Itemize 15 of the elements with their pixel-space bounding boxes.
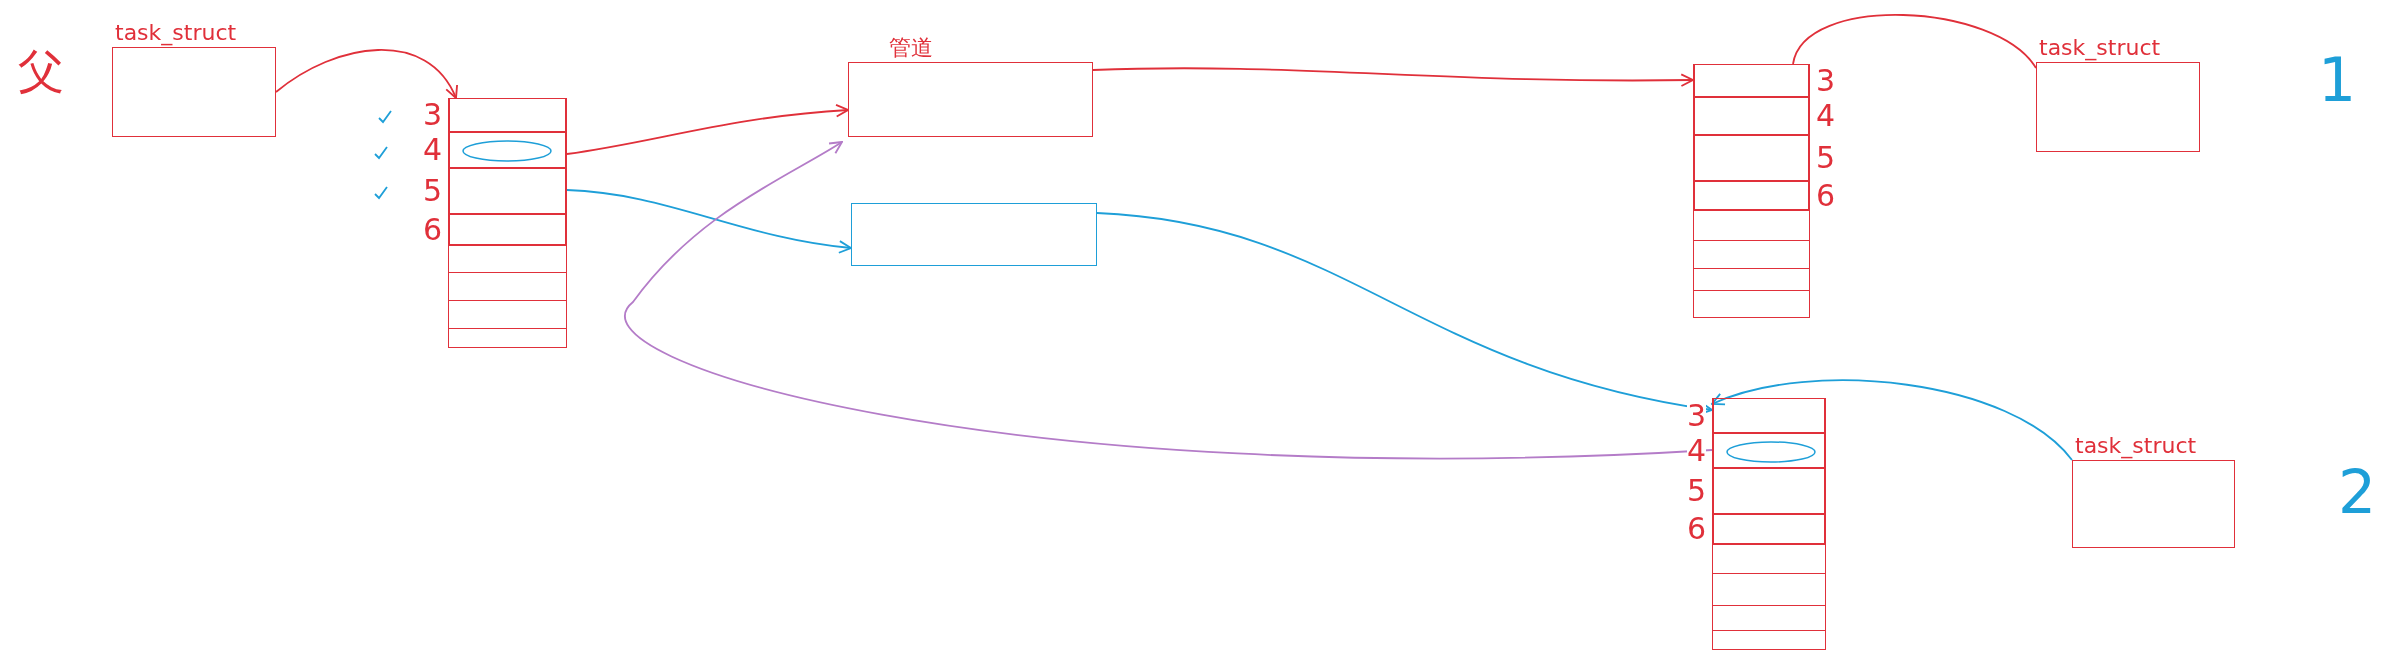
box-heading: 管道	[889, 37, 933, 59]
handwritten-label: 2	[2338, 462, 2377, 522]
arrow	[275, 49, 457, 99]
handwritten-label: 父	[18, 48, 64, 94]
arrow	[1096, 212, 1713, 415]
box-heading: task_struct	[2039, 37, 2161, 59]
arrow	[1711, 379, 2073, 461]
arrow	[566, 104, 849, 155]
arrow	[566, 189, 852, 254]
box-heading: task_struct	[115, 22, 237, 44]
box-heading: task_struct	[2075, 435, 2197, 457]
arrow	[624, 141, 1713, 460]
file-box	[851, 203, 1097, 266]
arrow	[1092, 67, 1694, 87]
handwritten-label: 1	[2318, 50, 2357, 110]
